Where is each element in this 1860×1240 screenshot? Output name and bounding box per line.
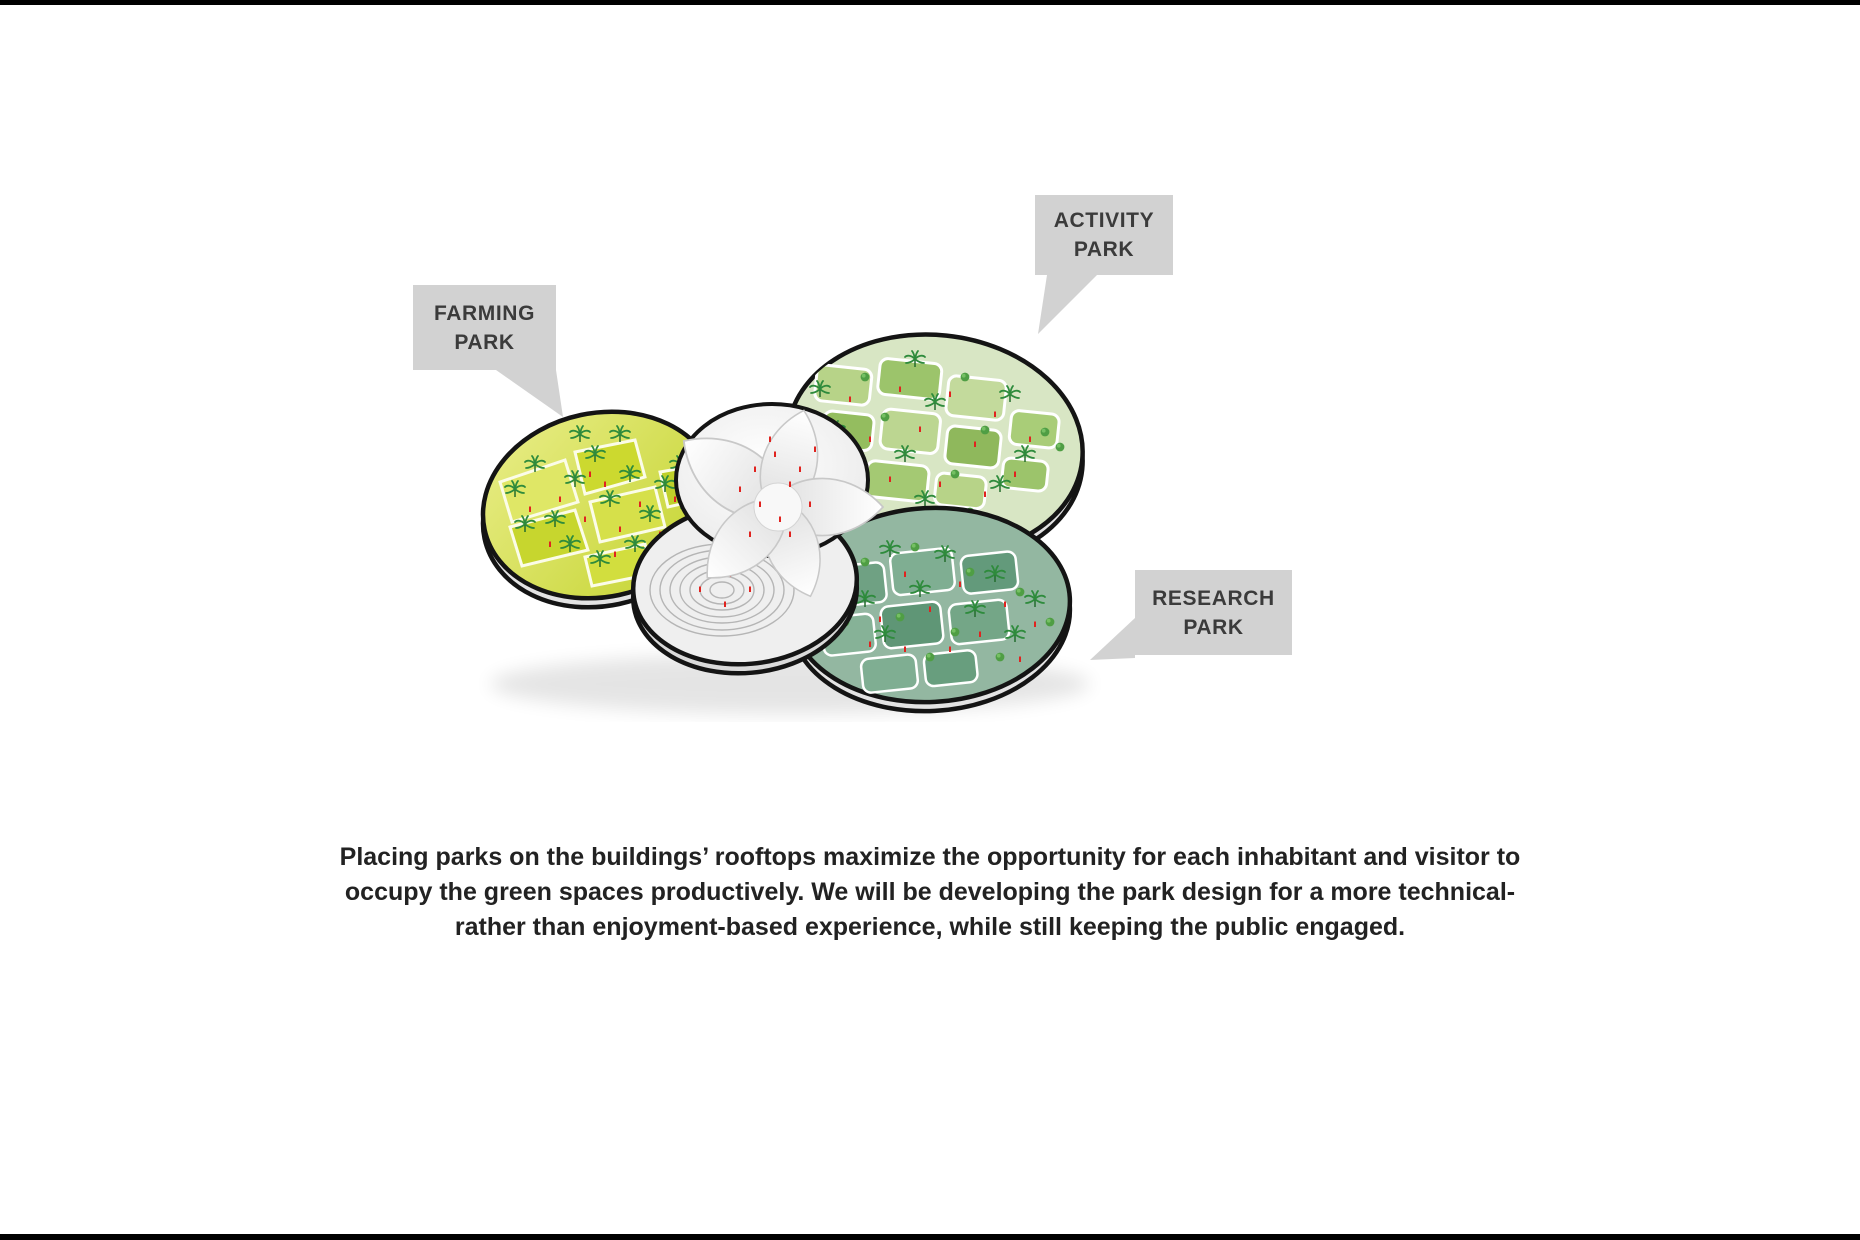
central-petals: [664, 402, 884, 606]
research-plots: [820, 547, 1020, 694]
person-icon: [529, 506, 531, 512]
person-icon: [1034, 621, 1036, 627]
person-icon: [919, 426, 921, 432]
callout-farming-park: FARMING PARK: [413, 285, 556, 370]
person-icon: [879, 616, 881, 622]
bush-icon: [995, 652, 1005, 662]
research-park-lobe: [787, 505, 1073, 714]
person-icon: [754, 466, 756, 472]
callout-tail-farming: [496, 370, 563, 417]
callout-research-park: RESEARCH PARK: [1135, 570, 1292, 655]
person-icon: [1029, 436, 1031, 442]
person-icon: [779, 516, 781, 522]
bush-icon: [860, 372, 870, 382]
bottom-border: [0, 1234, 1860, 1240]
top-border: [0, 0, 1860, 5]
callout-tail-research: [1090, 618, 1135, 660]
person-icon: [724, 601, 726, 607]
person-icon: [959, 581, 961, 587]
person-icon: [789, 531, 791, 537]
bush-icon: [950, 469, 960, 479]
person-icon: [994, 411, 996, 417]
caption: Placing parks on the buildings’ rooftops…: [0, 840, 1860, 945]
caption-line-2: occupy the green spaces productively. We…: [344, 878, 1516, 906]
person-icon: [974, 441, 976, 447]
person-icon: [869, 641, 871, 647]
person-icon: [904, 646, 906, 652]
bush-icon: [1045, 617, 1055, 627]
person-icon: [899, 386, 901, 392]
person-icon: [809, 501, 811, 507]
activity-plots: [813, 357, 1061, 511]
person-icon: [1014, 471, 1016, 477]
person-icon: [769, 436, 771, 442]
person-icon: [674, 496, 676, 502]
person-icon: [849, 396, 851, 402]
person-icon: [559, 496, 561, 502]
caption-line-3: rather than enjoyment-based experience, …: [454, 913, 1406, 941]
person-icon: [984, 491, 986, 497]
caption-line-1: Placing parks on the buildings’ rooftops…: [339, 843, 1521, 871]
person-icon: [949, 646, 951, 652]
person-icon: [1004, 601, 1006, 607]
person-icon: [949, 391, 951, 397]
person-icon: [814, 446, 816, 452]
person-icon: [904, 571, 906, 577]
person-icon: [584, 516, 586, 522]
bush-icon: [980, 425, 990, 435]
person-icon: [939, 481, 941, 487]
callout-activity-park: ACTIVITY PARK: [1035, 195, 1173, 275]
person-icon: [889, 476, 891, 482]
person-icon: [749, 531, 751, 537]
bush-icon: [960, 372, 970, 382]
bush-icon: [950, 627, 960, 637]
person-icon: [789, 481, 791, 487]
person-icon: [589, 471, 591, 477]
rooftop-parks-illustration: [480, 332, 1090, 714]
person-icon: [549, 541, 551, 547]
person-icon: [739, 486, 741, 492]
bush-icon: [925, 652, 935, 662]
person-icon: [759, 501, 761, 507]
person-icon: [749, 586, 751, 592]
bush-icon: [895, 612, 905, 622]
bush-icon: [880, 412, 890, 422]
person-icon: [774, 451, 776, 457]
callout-tail-activity: [1038, 275, 1097, 334]
person-icon: [869, 436, 871, 442]
bush-icon: [1015, 587, 1025, 597]
person-icon: [929, 606, 931, 612]
person-icon: [979, 631, 981, 637]
bush-icon: [1055, 442, 1065, 452]
person-icon: [614, 551, 616, 557]
person-icon: [604, 481, 606, 487]
person-icon: [1019, 656, 1021, 662]
bush-icon: [910, 542, 920, 552]
person-icon: [639, 501, 641, 507]
bush-icon: [1040, 427, 1050, 437]
person-icon: [799, 466, 801, 472]
person-icon: [619, 526, 621, 532]
person-icon: [699, 586, 701, 592]
bush-icon: [860, 557, 870, 567]
bush-icon: [965, 567, 975, 577]
